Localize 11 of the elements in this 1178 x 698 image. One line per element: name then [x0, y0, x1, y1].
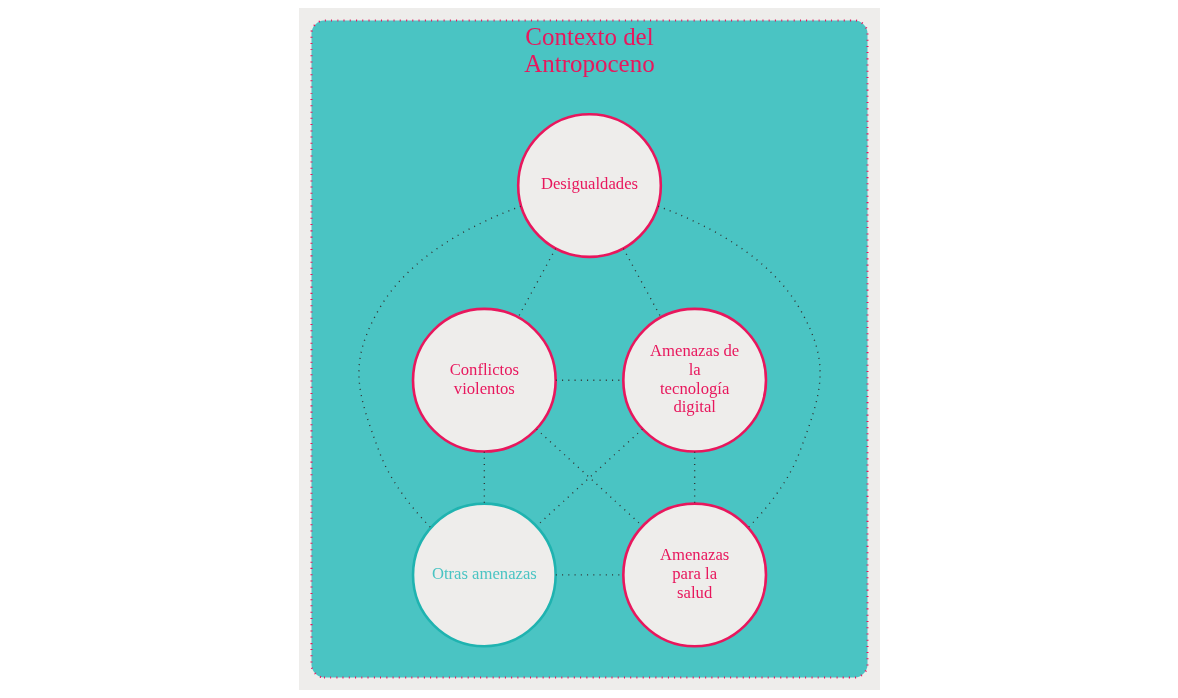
connector: [693, 450, 695, 505]
node-circle: Conflictos violentos: [411, 307, 557, 453]
node-circle: Amenazas para la salud: [621, 502, 767, 648]
connector: [656, 205, 821, 529]
node-circle: Desigualdades: [516, 112, 662, 259]
connector: [483, 450, 485, 505]
connector: [516, 247, 556, 318]
node-circle: Amenazas de la tecnología digital: [621, 307, 767, 453]
node-circle: Otras amenazas: [411, 502, 557, 648]
connector: [622, 247, 662, 318]
connector: [357, 205, 522, 529]
